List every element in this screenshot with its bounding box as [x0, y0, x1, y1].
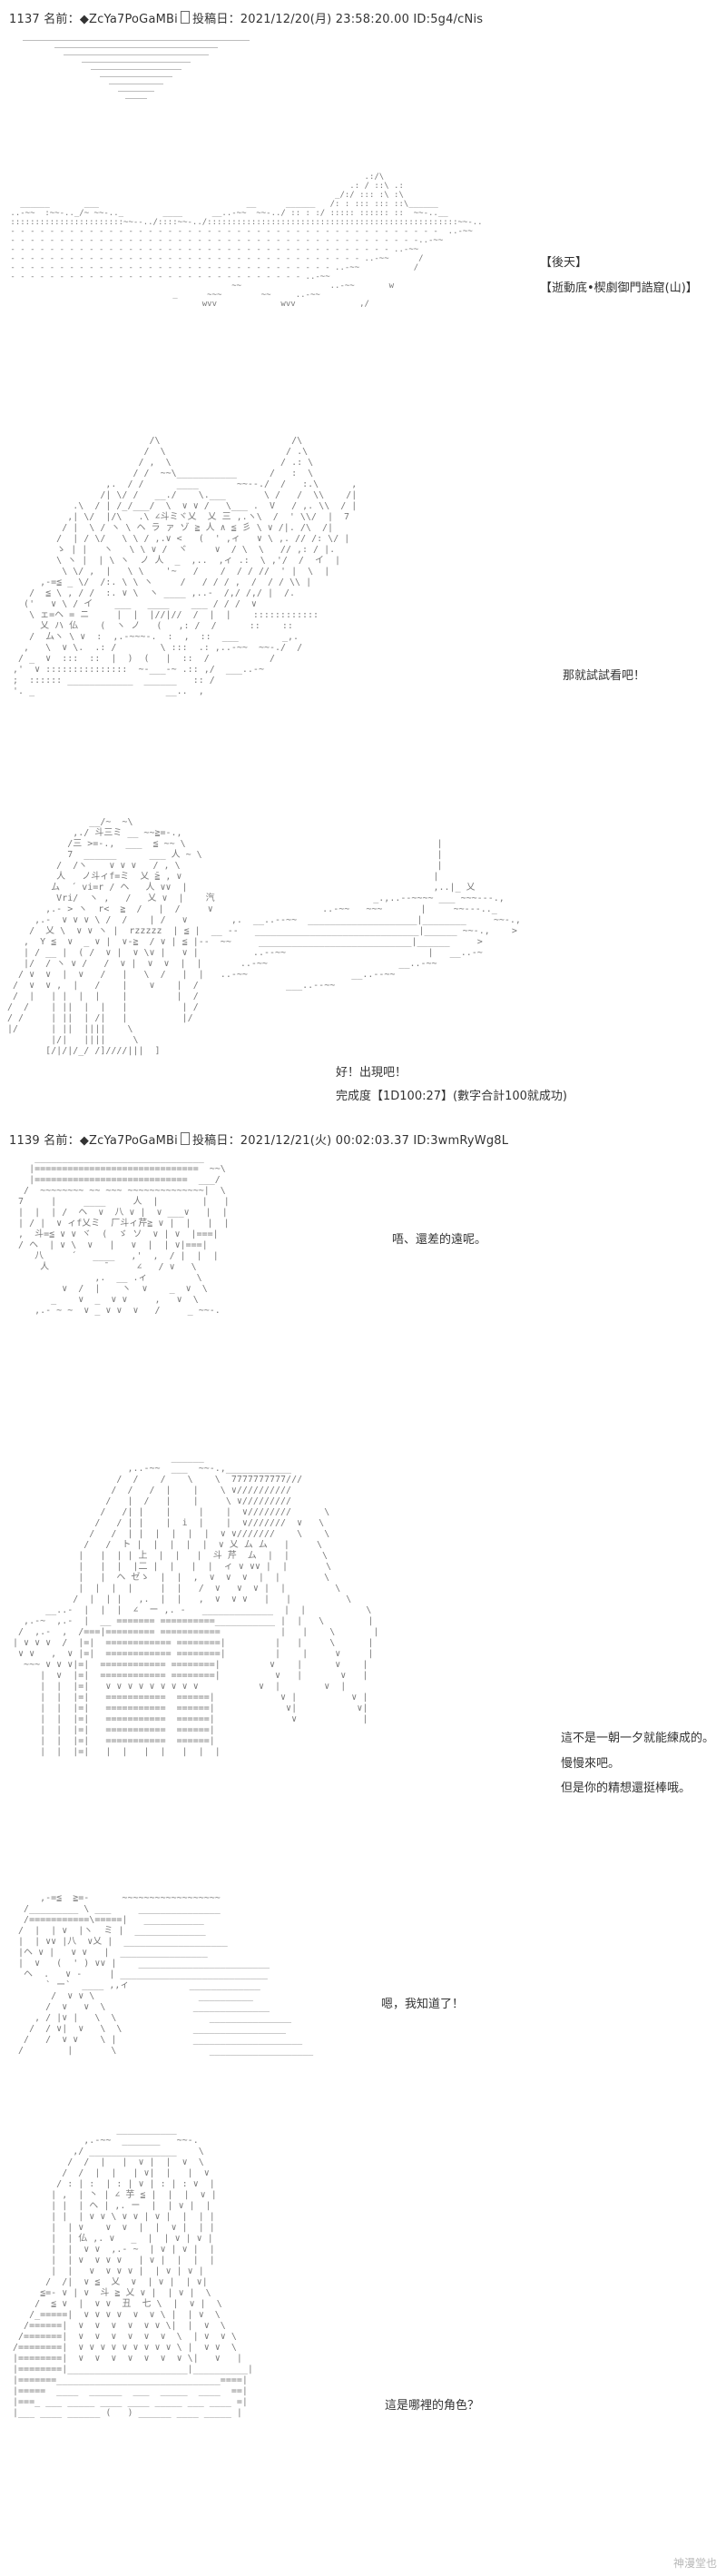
dialogue-not-overnight-3: 但是你的精想還挺棒哦。 — [561, 1781, 692, 1795]
ascii-art-character-hat: _______________________________ |=======… — [18, 1153, 230, 1316]
dialogue-know: 嗯，我知道了！ — [381, 1998, 465, 2011]
dialogue-appear: 好！出現吧！ — [336, 1066, 407, 1080]
scene-location: 【逝動底•楔劇御門誥窟(山)】 — [540, 281, 698, 295]
dialogue-not-overnight-1: 這不是一朝一夕就能練成的。 — [561, 1732, 715, 1745]
ascii-art-character-long-hair: ______ ,..-~~ ___ ~~-.,____________ / / … — [13, 1453, 379, 1757]
post-header-1137: 1137 名前：◆ZcYa7PoGaMBi 投稿日：2021/12/20(月) 2… — [9, 9, 483, 26]
ascii-art-character-seated: ___________ ,.-~~ _______ ~~-. ,/ ______… — [13, 2125, 253, 2418]
watermark: 神漫堂也 — [672, 2557, 717, 2570]
box-glyph-icon — [180, 11, 190, 24]
ascii-art-mountain-landscape: .:/\ .: / ::\ .: _/:/ ::: :\ :\ ______ _… — [10, 173, 483, 309]
ascii-art-character-casting-beam: __/~ ~\ ,./ 斗三ミ __ ~~≧=-., /三 >=-., ___ … — [7, 817, 521, 1056]
ascii-art-character-small-smiling: ,-=≦ ≧=- ~~~~~~~~~~~~~~~~~~ /_________ \… — [18, 1893, 314, 2056]
decorative-dash-lines — [18, 40, 254, 105]
dialogue-role: 這是哪裡的角色？ — [385, 2399, 480, 2413]
post-header-date: 投稿日：2021/12/21(火) 00:02:03.37 ID:3wmRyWg… — [191, 1134, 509, 1148]
dialogue-completion: 完成度【1D100:27】(數字合計100就成功) — [336, 1090, 567, 1103]
box-glyph-icon — [180, 1132, 190, 1145]
post-header-name: 1137 名前：◆ZcYa7PoGaMBi — [9, 13, 178, 26]
post-header-name: 1139 名前：◆ZcYa7PoGaMBi — [9, 1134, 178, 1148]
post-header-1139: 1139 名前：◆ZcYa7PoGaMBi 投稿日：2021/12/21(火) 0… — [9, 1130, 508, 1148]
dialogue-faraway: 唔、還差的遠呢。 — [392, 1233, 487, 1247]
dialogue-not-overnight-2: 慢慢來吧。 — [561, 1757, 621, 1771]
post-header-date: 投稿日：2021/12/20(月) 23:58:20.00 ID:5g4/cNi… — [191, 13, 484, 26]
scene-title: 【後天】 — [540, 256, 588, 270]
dialogue-try: 那就試試看吧！ — [563, 669, 646, 683]
ascii-art-character-catgirl: /\ /\ / \ / .\ / , \ / .: \ / / ~~\_____… — [13, 436, 358, 696]
